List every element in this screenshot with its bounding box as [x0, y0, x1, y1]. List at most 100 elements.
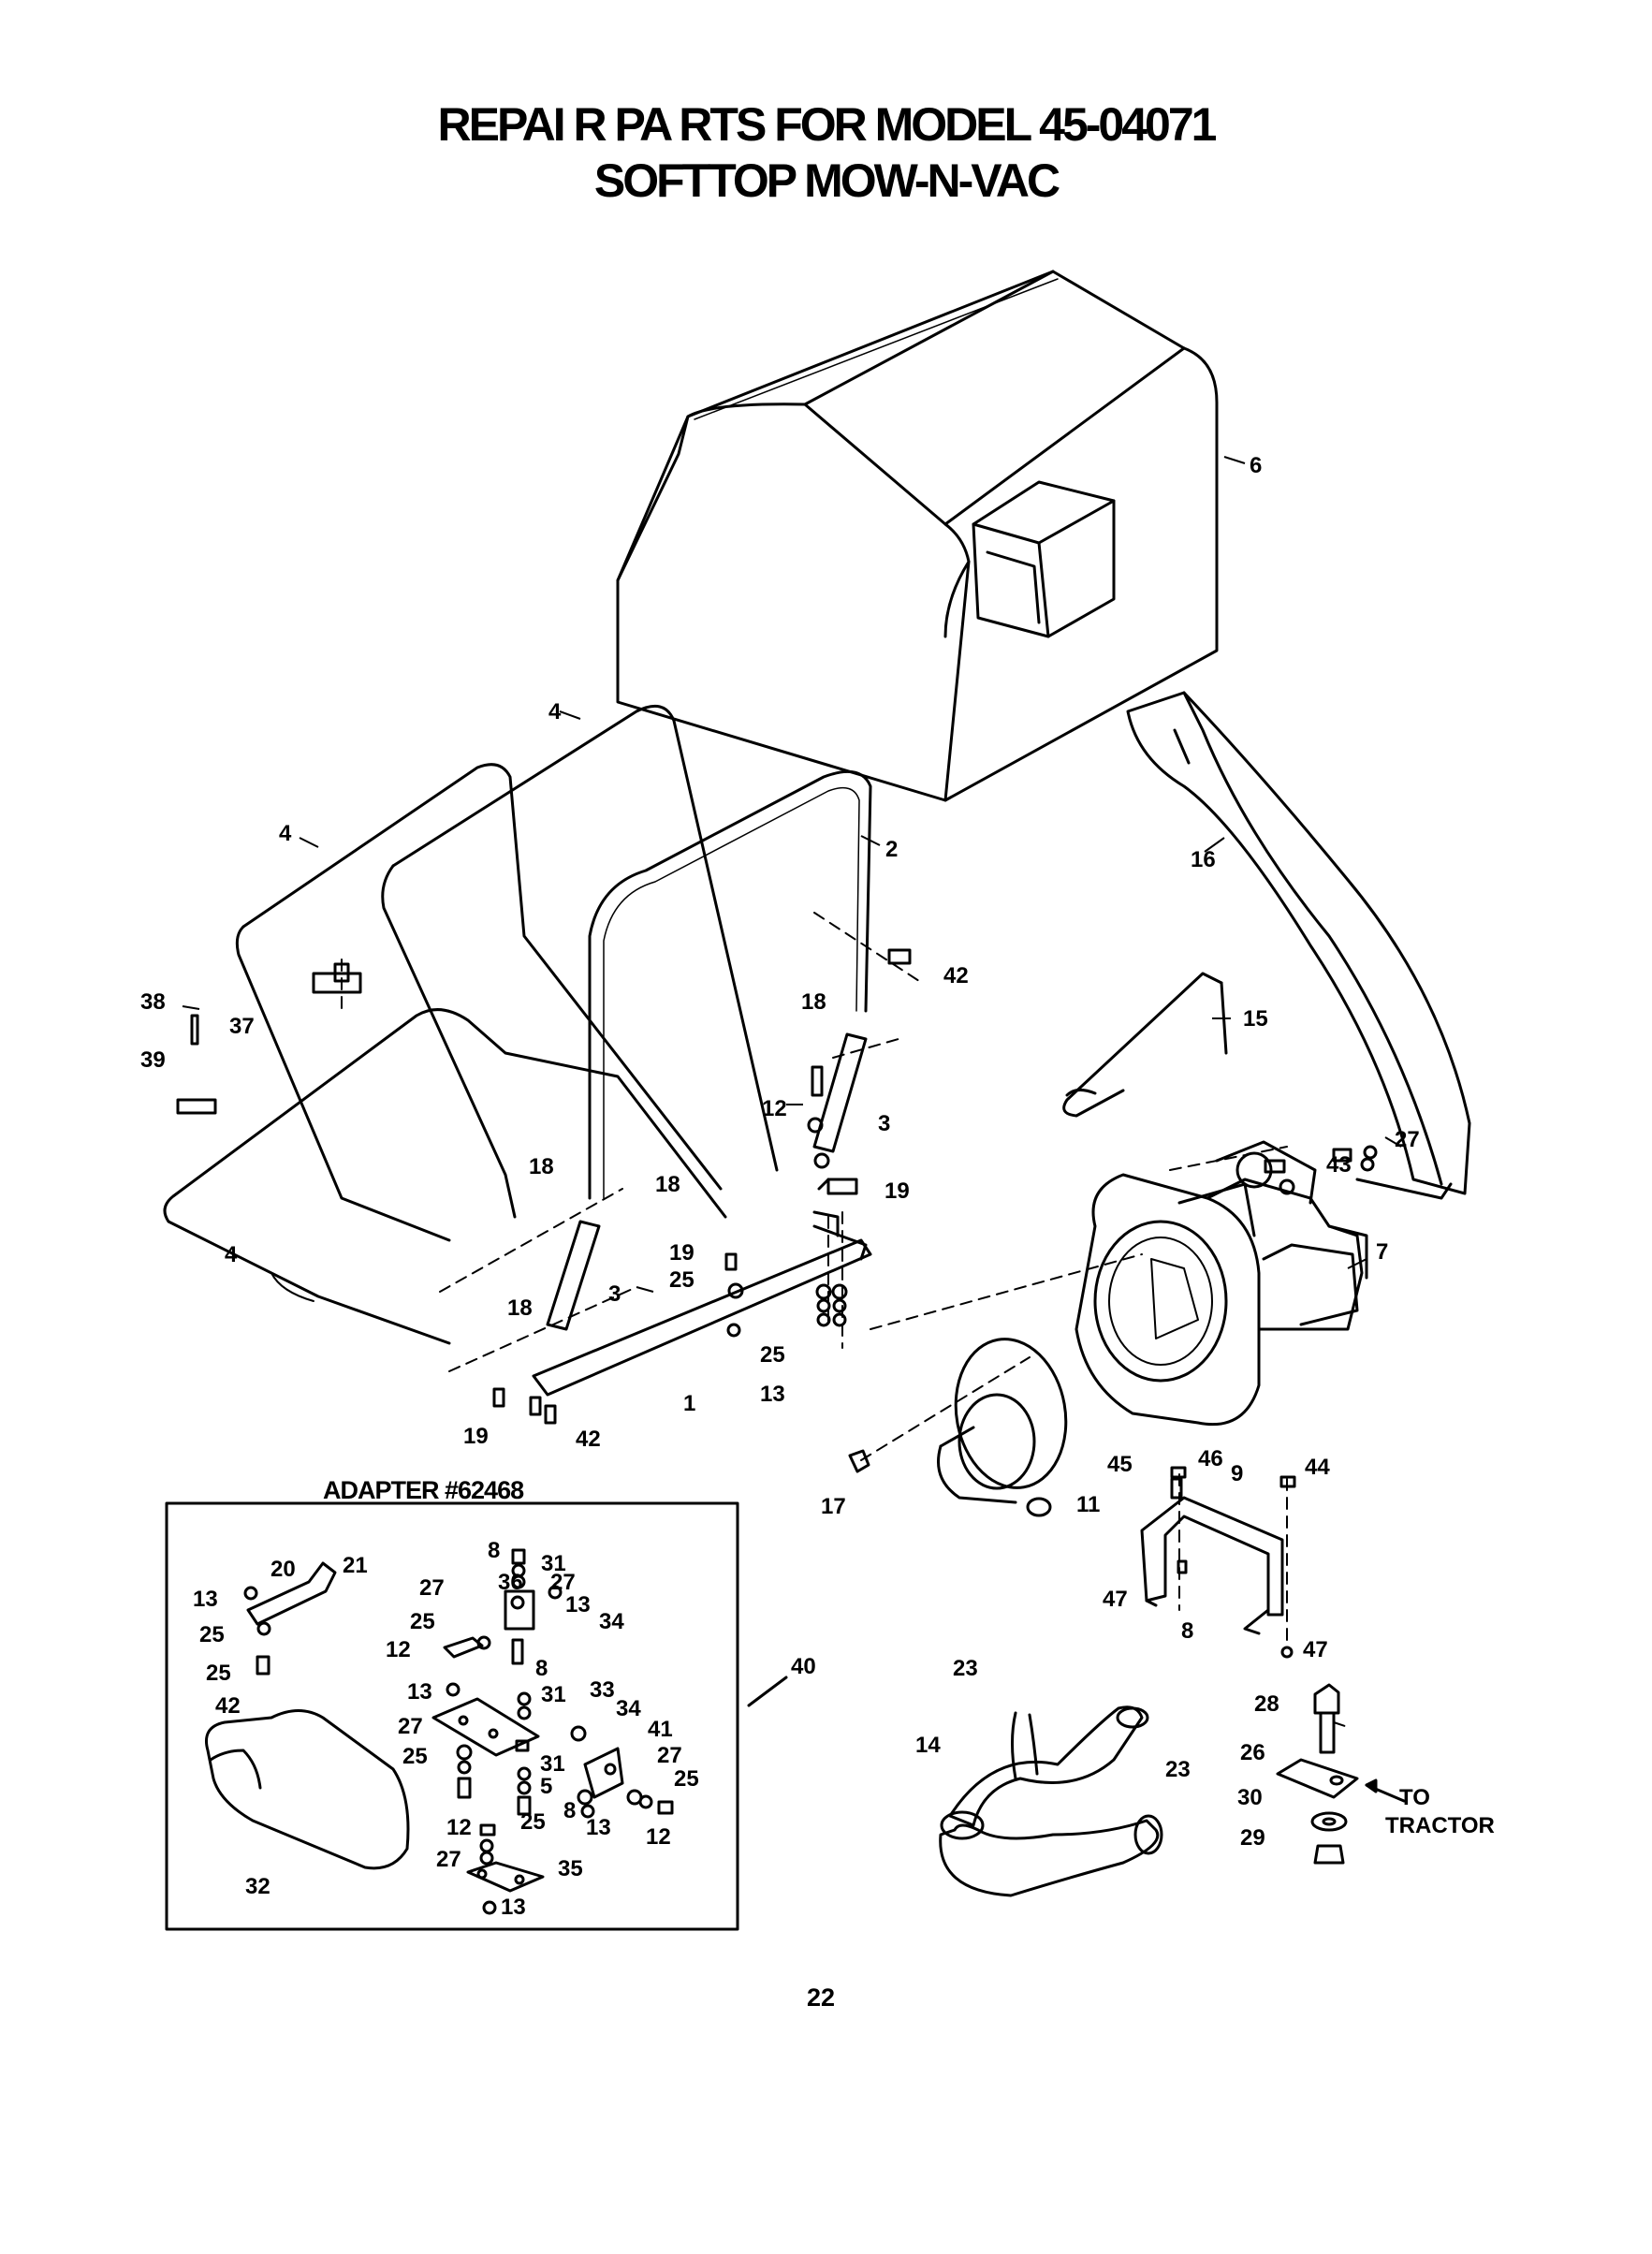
callout-31: 31	[540, 1751, 565, 1777]
callout-8: 8	[535, 1656, 548, 1681]
callout-35: 35	[558, 1856, 583, 1881]
callout-42: 42	[215, 1693, 241, 1719]
callout-18: 18	[801, 989, 826, 1015]
callout-19: 19	[669, 1240, 694, 1266]
callout-labels: 6 16 2 4 4 4 42 38 37 39 18 18 18 18 12 …	[140, 453, 1495, 1920]
callout-41: 41	[648, 1717, 673, 1742]
callout-4: 4	[279, 821, 292, 846]
callout-25: 25	[674, 1766, 699, 1792]
callout-29: 29	[1240, 1825, 1265, 1851]
callout-6: 6	[1250, 453, 1262, 478]
callout-12: 12	[446, 1815, 472, 1840]
chute-part-16	[1126, 691, 1471, 1200]
callout-32: 32	[245, 1874, 270, 1899]
callout-25: 25	[760, 1342, 785, 1368]
bracket-part-9	[1140, 1496, 1284, 1635]
callout-47: 47	[1103, 1587, 1128, 1612]
hardware-bolts	[176, 948, 1378, 1659]
callout-11: 11	[1076, 1492, 1100, 1517]
page-title-line2: SOFTTOP MOW-N-VAC	[593, 154, 1060, 207]
callout-4: 4	[548, 699, 562, 724]
callout-13: 13	[501, 1895, 526, 1920]
callout-16: 16	[1191, 847, 1216, 872]
callout-28: 28	[1254, 1691, 1279, 1717]
callout-40: 40	[791, 1654, 816, 1679]
callout-25: 25	[206, 1661, 231, 1686]
catcher-hood-part-6	[616, 270, 1219, 802]
rod-part-15	[1062, 972, 1228, 1118]
callout-25: 25	[410, 1609, 435, 1634]
callout-25: 25	[669, 1267, 694, 1293]
callout-19: 19	[463, 1424, 489, 1449]
callout-34: 34	[599, 1609, 624, 1634]
callout-46: 46	[1198, 1446, 1223, 1471]
callout-42: 42	[943, 963, 969, 988]
callout-15: 15	[1243, 1006, 1268, 1032]
callout-23: 23	[1165, 1757, 1191, 1782]
callout-31: 31	[541, 1682, 566, 1707]
callout-17: 17	[821, 1494, 846, 1519]
adapter-parts	[205, 1548, 788, 1915]
callout-44: 44	[1305, 1455, 1330, 1480]
callout-2: 2	[885, 837, 898, 862]
callout-30: 30	[1237, 1785, 1263, 1810]
callout-8: 8	[563, 1798, 576, 1823]
callout-39: 39	[140, 1047, 166, 1073]
callout-13: 13	[193, 1587, 218, 1612]
callout-leaders	[182, 456, 1402, 1293]
callout-26: 26	[1240, 1740, 1265, 1765]
callout-1: 1	[683, 1391, 695, 1416]
callout-13: 13	[760, 1382, 785, 1407]
callout-7: 7	[1376, 1239, 1388, 1265]
vacuum-hoses	[939, 1705, 1163, 1897]
callout-3: 3	[608, 1281, 621, 1307]
callout-34: 34	[616, 1696, 641, 1721]
to-tractor-label-2: TRACTOR	[1385, 1813, 1495, 1838]
adapter-flange-part-11	[937, 1338, 1068, 1517]
adapter-label: ADAPTER #62468	[323, 1476, 524, 1504]
callout-36: 36	[498, 1570, 523, 1595]
callout-43: 43	[1326, 1152, 1352, 1178]
callout-18: 18	[529, 1154, 554, 1179]
callout-27: 27	[398, 1714, 423, 1739]
callout-33: 33	[590, 1677, 615, 1703]
callout-8: 8	[488, 1538, 500, 1563]
callout-19: 19	[884, 1178, 910, 1204]
strap-parts-3	[546, 1032, 868, 1331]
callout-27: 27	[1395, 1127, 1420, 1152]
callout-38: 38	[140, 989, 166, 1015]
callout-18: 18	[507, 1295, 533, 1321]
frame-rods	[163, 704, 872, 1345]
part-17	[848, 1449, 870, 1473]
callout-4: 4	[225, 1242, 238, 1267]
callout-42: 42	[576, 1427, 601, 1452]
base-bar-part-1	[532, 1210, 872, 1397]
callout-31: 31	[541, 1551, 566, 1576]
callout-20: 20	[270, 1557, 296, 1582]
blower-engine-part-7	[1075, 1140, 1368, 1427]
callout-47: 47	[1303, 1637, 1328, 1662]
callout-27: 27	[419, 1575, 445, 1601]
callout-12: 12	[762, 1096, 787, 1121]
callout-21: 21	[343, 1553, 368, 1578]
callout-45: 45	[1107, 1452, 1133, 1477]
callout-25: 25	[402, 1744, 428, 1769]
callout-12: 12	[646, 1824, 671, 1850]
callout-12: 12	[386, 1637, 411, 1662]
callout-13: 13	[586, 1815, 611, 1840]
callout-3: 3	[878, 1111, 890, 1136]
callout-13: 13	[407, 1679, 432, 1705]
callout-5: 5	[540, 1774, 552, 1799]
page-number: 22	[807, 1983, 836, 2012]
page-title-line1: REPAI R PA RTS FOR MODEL 45-04071	[437, 98, 1218, 151]
adapter-box	[165, 1501, 739, 1931]
callout-9: 9	[1231, 1461, 1243, 1486]
callout-25: 25	[199, 1622, 225, 1647]
callout-14: 14	[915, 1733, 941, 1758]
callout-13: 13	[565, 1592, 591, 1617]
callout-23: 23	[953, 1656, 978, 1681]
callout-18: 18	[655, 1172, 680, 1197]
to-tractor-label-1: TO	[1399, 1785, 1430, 1810]
callout-27: 27	[436, 1847, 461, 1872]
